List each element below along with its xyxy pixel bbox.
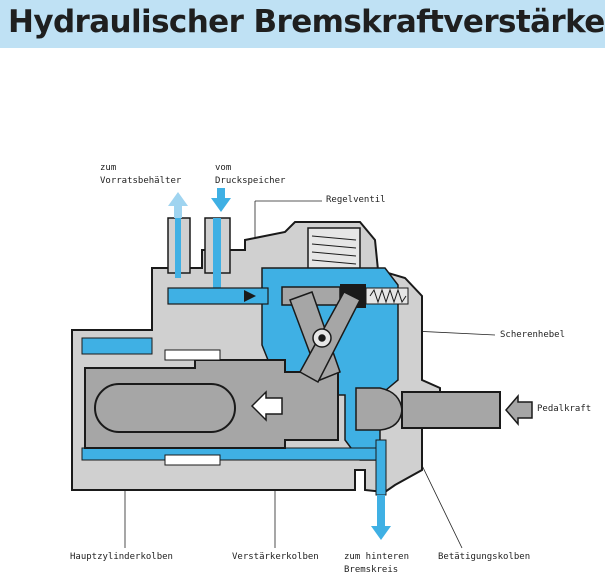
master-chamber (81, 337, 153, 355)
title-band: Hydraulischer Bremskraftverstärker (0, 0, 605, 48)
actuating-piston-label: Betätigungskolben (438, 552, 531, 562)
accumulator-label-line1: vom (215, 163, 232, 173)
booster-piston-label: Verstärkerkolben (232, 552, 319, 562)
flow-arrows (168, 188, 391, 540)
piston-springs (164, 349, 221, 466)
reservoir-label-line1: zum (100, 163, 117, 173)
scissor-lever-label: Scherenhebel (500, 330, 566, 340)
force-arrow (250, 390, 283, 422)
rear-circuit-arrow (371, 495, 391, 540)
valve-spring (369, 288, 407, 304)
accumulator-arrow (211, 188, 231, 212)
pedal-force-arrow (505, 393, 533, 427)
reservoir-label: zum Vorratsbehälter (100, 162, 181, 188)
return-channel (175, 218, 181, 278)
page-title: Hydraulischer Bremskraftverstärker (8, 4, 605, 40)
pedal-force-label: Pedalkraft (537, 404, 592, 414)
pedal-rod (401, 391, 501, 429)
reservoir-arrow (168, 192, 188, 218)
lower-channel (81, 447, 383, 461)
supply-line (167, 287, 269, 305)
booster-piston (84, 359, 339, 449)
reservoir-label-line2: Vorratsbehälter (100, 176, 182, 186)
outlet-channel (375, 439, 387, 496)
rear-circuit-label-line1: zum hinteren (344, 552, 410, 562)
rear-circuit-label-line2: Bremskreis (344, 565, 399, 575)
rear-circuit-label: zum hinteren Bremskreis (344, 551, 409, 577)
actuating-piston (355, 387, 403, 431)
supply-flow-arrow (244, 290, 256, 302)
master-cylinder-piston-label: Hauptzylinderkolben (70, 552, 173, 562)
supply-channel (213, 218, 221, 298)
accumulator-label: vom Druckspeicher (215, 162, 285, 188)
master-piston-body (94, 383, 236, 433)
thread-lines (311, 235, 357, 265)
control-valve-label: Regelventil (326, 195, 386, 205)
accumulator-label-line2: Druckspeicher (215, 176, 286, 186)
scissor-lever (289, 291, 362, 384)
